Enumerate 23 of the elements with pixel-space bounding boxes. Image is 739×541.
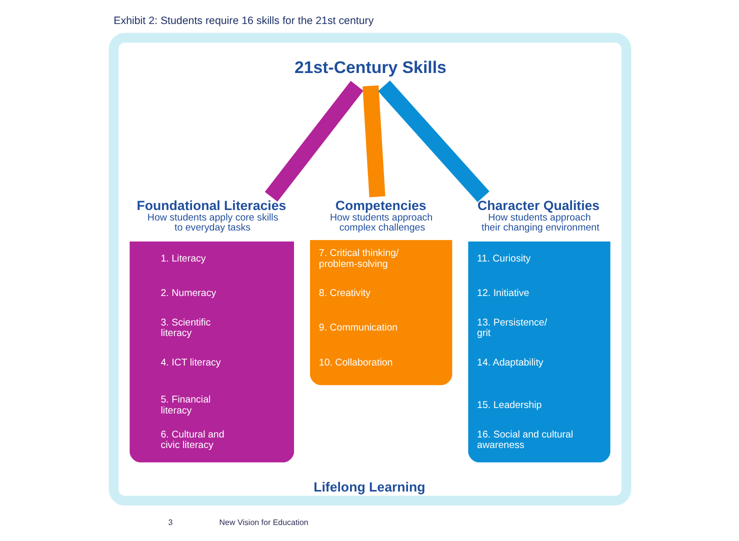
node-text: 2. Numeracy [160,288,216,300]
node-text: 16. Social and cultural awareness [476,429,573,452]
node-text: 1. Literacy [160,253,206,264]
node-text: 5. Financial literacy [160,394,210,416]
node-text: 6. Cultural and civic literacy [160,429,224,452]
label: New Vision for Education [218,518,308,527]
connector [362,85,385,198]
connector [264,80,363,202]
node-text: 3. Scientific literacy [160,317,210,340]
node-text: 9. Communication [318,322,398,334]
diagram-title: Exhibit 2: Students require 16 skills for the 21st century [113,15,374,28]
node-text: 14. Adaptability [476,357,543,368]
node-text: 11. Curiosity [476,253,530,264]
label: 3 [168,518,172,527]
node-text: 15. Leadership [476,400,542,412]
node-text: 13. Persistence/ grit [476,317,547,340]
connector [378,80,489,202]
node-text: 8. Creativity [318,288,370,300]
node-text: 4. ICT literacy [160,357,220,368]
node-text: 12. Initiative [476,288,529,300]
node-text: 21st-Century Skills [294,58,446,77]
node-text: 7. Critical thinking/ problem-solving [318,248,398,270]
node-text: 10. Collaboration [318,357,392,368]
